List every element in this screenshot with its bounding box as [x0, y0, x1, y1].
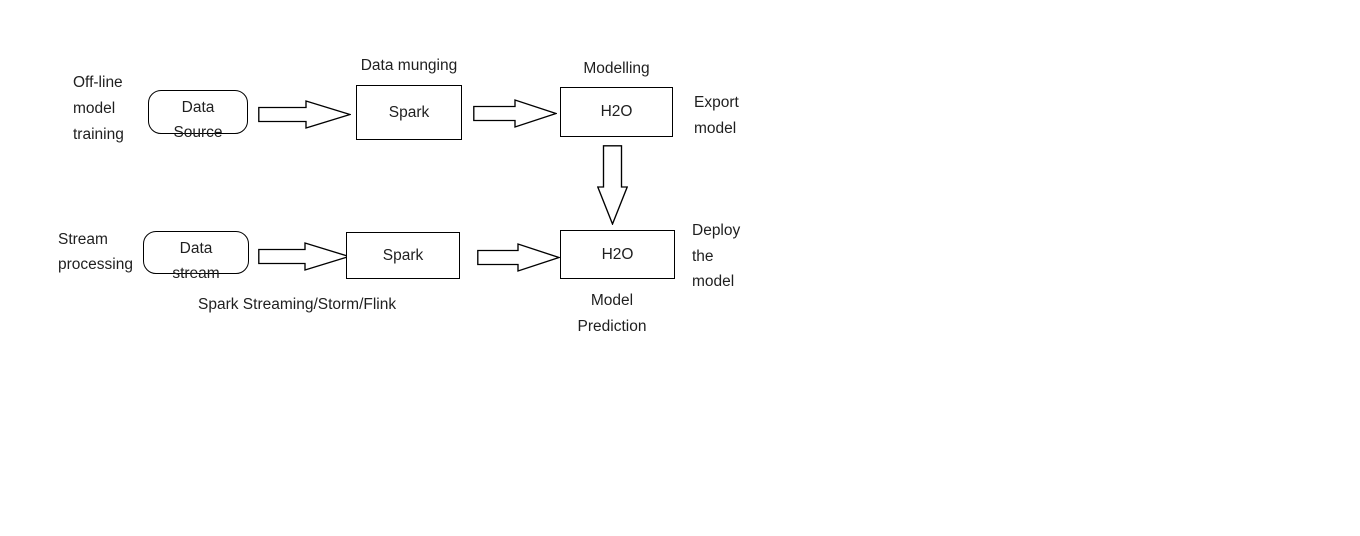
spark-streaming-label: Spark — [382, 246, 424, 264]
offline-training-label: Off-line model training — [73, 70, 124, 148]
spark-munging-label: Spark — [388, 103, 430, 121]
h2o-prediction-node: H2O — [560, 230, 675, 279]
model-prediction-caption: Model Prediction — [550, 288, 674, 339]
data-stream-line-2: stream — [172, 265, 220, 282]
prediction-caption-line-2: Prediction — [577, 317, 647, 335]
h2o-modelling-label: H2O — [600, 103, 633, 120]
prediction-caption-line-1: Model — [590, 292, 634, 309]
right-arrow-icon — [258, 100, 351, 129]
right-arrow-icon — [473, 99, 557, 128]
right-arrow-icon — [258, 242, 350, 271]
spark-munging-node: Spark — [356, 85, 462, 140]
h2o-prediction-label: H2O — [601, 245, 634, 263]
data-source-line-2: Source — [173, 124, 223, 141]
spark-streaming-node: Spark — [346, 232, 460, 279]
spark-streaming-caption: Spark Streaming/Storm/Flink — [198, 296, 397, 313]
data-stream-node: Data stream — [143, 231, 249, 282]
data-munging-caption: Data munging — [360, 57, 458, 74]
stream-label-line-1: Stream — [58, 231, 108, 248]
h2o-modelling-node: H2O — [560, 87, 673, 137]
export-model-note: Export model — [694, 90, 739, 141]
export-note-line-1: Export — [694, 94, 739, 111]
data-source-line-1: Data — [181, 99, 215, 116]
offline-label-line-3: training — [73, 126, 124, 143]
export-note-line-2: model — [694, 119, 737, 137]
deploy-model-note: Deploy the model — [692, 218, 740, 295]
stream-label-line-2: processing — [58, 256, 133, 273]
right-arrow-icon — [477, 243, 560, 272]
data-stream-line-1: Data — [179, 240, 213, 257]
offline-label-line-1: Off-line — [73, 74, 123, 91]
modelling-caption: Modelling — [583, 60, 650, 77]
deploy-note-line-2: the — [692, 247, 714, 265]
offline-label-line-2: model — [73, 100, 116, 117]
stream-processing-label: Stream processing — [58, 227, 133, 277]
data-source-node: Data Source — [148, 90, 248, 141]
down-arrow-icon — [597, 145, 628, 225]
deploy-note-line-1: Deploy — [692, 222, 741, 239]
deploy-note-line-3: model — [692, 273, 735, 290]
